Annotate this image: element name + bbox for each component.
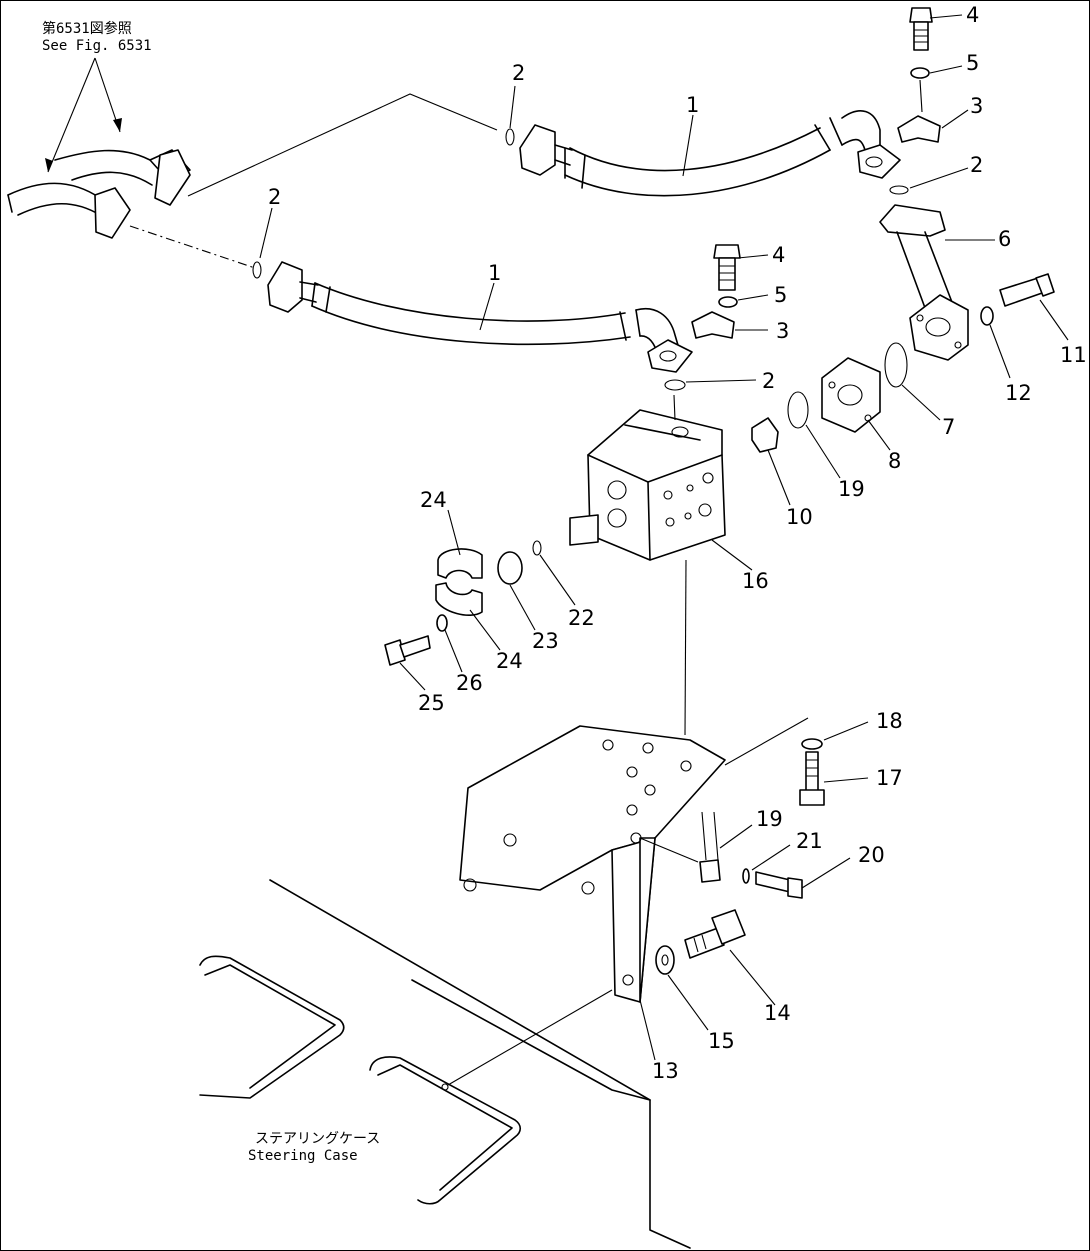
callout-10: 10 xyxy=(786,505,813,529)
callouts: 2 1 2 1 4 5 3 2 6 4 5 3 2 11 12 7 8 19 1… xyxy=(268,3,1087,1083)
spacer-19 xyxy=(699,811,721,883)
callout-2-d: 2 xyxy=(762,369,775,393)
callout-2-a: 2 xyxy=(512,61,525,85)
bolt-17 xyxy=(799,751,825,806)
callout-6: 6 xyxy=(998,227,1011,251)
callout-16: 16 xyxy=(742,569,769,593)
callout-24-b: 24 xyxy=(496,649,523,673)
washer-15 xyxy=(655,945,675,975)
callout-26: 26 xyxy=(456,671,483,695)
lower-hose xyxy=(267,261,693,373)
callout-4-b: 4 xyxy=(772,243,785,267)
callout-4-a: 4 xyxy=(966,3,979,27)
bolt-4-lower xyxy=(713,244,741,291)
ref-note-jp: 第6531図参照 xyxy=(42,20,132,37)
callout-15: 15 xyxy=(708,1029,735,1053)
callout-3-b: 3 xyxy=(776,319,789,343)
washer-26 xyxy=(436,614,448,632)
external-pipe-stubs xyxy=(7,149,191,239)
bolt-4-upper xyxy=(909,7,933,51)
ref-arrows xyxy=(45,57,122,173)
leader-lines xyxy=(259,14,1069,1061)
upper-hose xyxy=(519,110,901,197)
split-flange-24-lower xyxy=(435,582,483,616)
split-flange-24-upper xyxy=(437,548,483,579)
split-flange-3-lower xyxy=(691,311,735,339)
callout-23: 23 xyxy=(532,629,559,653)
callout-20: 20 xyxy=(858,843,885,867)
callout-14: 14 xyxy=(764,1001,791,1025)
split-flange-3-upper xyxy=(897,115,941,143)
bolt-25 xyxy=(384,635,431,666)
o-ring-7 xyxy=(884,342,908,388)
callout-1-b: 1 xyxy=(488,261,501,285)
callout-22: 22 xyxy=(568,606,595,630)
bolt-20 xyxy=(755,871,803,899)
plug-23 xyxy=(497,551,523,585)
bracket-13 xyxy=(459,725,726,1003)
callout-7: 7 xyxy=(942,415,955,439)
plug-10 xyxy=(751,417,779,453)
callout-13: 13 xyxy=(652,1059,679,1083)
callout-17: 17 xyxy=(876,766,903,790)
washer-21 xyxy=(742,868,750,884)
callout-18: 18 xyxy=(876,709,903,733)
steering-case xyxy=(199,879,691,1249)
flange-block-8 xyxy=(821,357,881,433)
callout-2-b: 2 xyxy=(268,185,281,209)
callout-19-b: 19 xyxy=(756,807,783,831)
callout-11: 11 xyxy=(1060,343,1087,367)
case-note-en: Steering Case xyxy=(248,1148,358,1164)
centerline-lower xyxy=(129,225,256,269)
washer-18 xyxy=(801,738,823,750)
valve-block-16 xyxy=(569,409,726,561)
bolt-14 xyxy=(684,909,746,959)
callout-1-a: 1 xyxy=(686,93,699,117)
o-ring-19 xyxy=(787,391,809,429)
washer-5-lower xyxy=(718,296,738,308)
valve-to-bracket-line xyxy=(684,559,687,736)
bracket-leader xyxy=(724,717,809,766)
callout-5-a: 5 xyxy=(966,51,979,75)
o-ring-2c xyxy=(889,185,909,195)
ref-note-en: See Fig. 6531 xyxy=(42,38,152,54)
bolt-11 xyxy=(999,273,1055,307)
callout-12: 12 xyxy=(1005,381,1032,405)
callout-24-a: 24 xyxy=(420,488,447,512)
callout-8: 8 xyxy=(888,449,901,473)
washer-12 xyxy=(980,306,994,326)
callout-2-c: 2 xyxy=(970,153,983,177)
case-note-jp: ステアリングケース xyxy=(255,1131,380,1147)
o-ring-2d xyxy=(664,379,686,391)
callout-21: 21 xyxy=(796,829,823,853)
callout-3-a: 3 xyxy=(970,94,983,118)
leader-upper xyxy=(187,93,498,197)
o-ring-2b xyxy=(252,261,262,279)
o-ring-22 xyxy=(532,540,542,556)
elbow-pipe-6 xyxy=(879,204,969,361)
callout-25: 25 xyxy=(418,691,445,715)
washer-5-upper xyxy=(910,67,930,79)
callout-19-a: 19 xyxy=(838,477,865,501)
o-ring-2a xyxy=(505,128,515,146)
callout-5-b: 5 xyxy=(774,283,787,307)
